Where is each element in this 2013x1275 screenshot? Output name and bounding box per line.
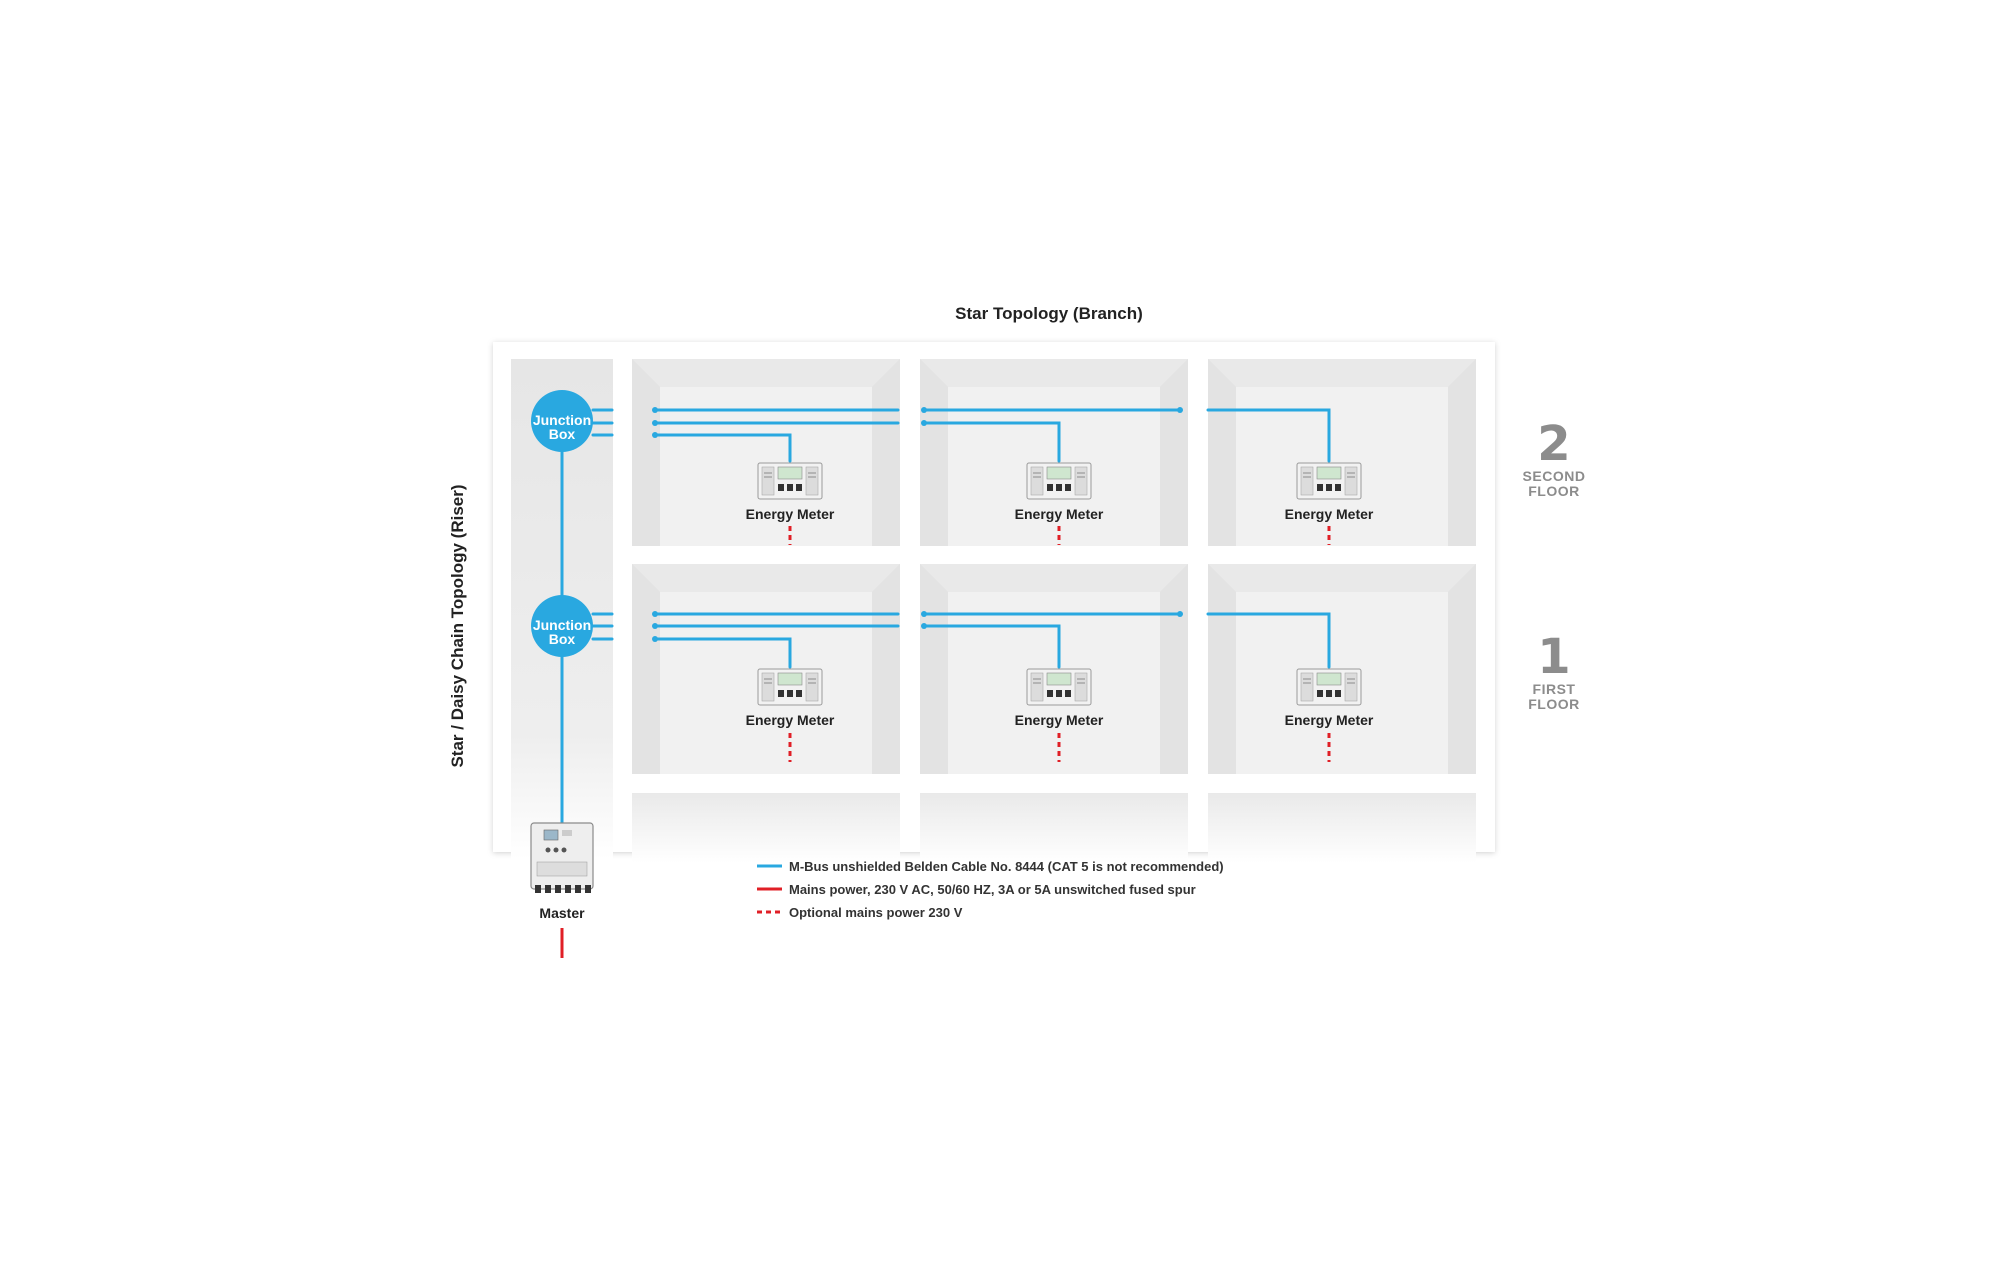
room <box>1208 564 1476 774</box>
energy-meter-label: Energy Meter <box>1285 712 1374 728</box>
floor-word: FLOOR <box>1528 483 1580 499</box>
floor-word: FLOOR <box>1528 696 1580 712</box>
floor-number: 1 <box>1537 629 1570 685</box>
junction-box-label-line1: Junction <box>533 412 591 428</box>
bus-cable <box>922 624 1061 669</box>
master-unit <box>530 822 594 893</box>
energy-meter: Energy Meter <box>1015 462 1104 545</box>
energy-meter-icon <box>757 668 823 706</box>
legend: M-Bus unshielded Belden Cable No. 8444 (… <box>757 859 1224 920</box>
cable-terminal <box>652 611 658 617</box>
master-label: Master <box>539 905 585 921</box>
cable-terminal <box>652 623 658 629</box>
energy-meter-label: Energy Meter <box>1285 506 1374 522</box>
floor-label-second: 2 SECOND FLOOR <box>1523 416 1586 499</box>
energy-meter-label: Energy Meter <box>746 712 835 728</box>
room <box>1208 359 1476 546</box>
energy-meter-icon <box>1296 462 1362 500</box>
bus-cable <box>922 421 1061 463</box>
lower-floor-fade <box>632 793 1476 863</box>
cable-terminal <box>921 623 927 629</box>
junction-box-second-floor: Junction Box <box>531 390 593 452</box>
bus-cable <box>653 637 792 669</box>
diagram-title: Star Topology (Branch) <box>955 304 1143 323</box>
energy-meter-label: Energy Meter <box>746 506 835 522</box>
room <box>632 564 900 774</box>
energy-meter-icon <box>1296 668 1362 706</box>
floor-word: SECOND <box>1523 468 1586 484</box>
room <box>632 359 900 546</box>
energy-meter: Energy Meter <box>1015 668 1104 762</box>
legend-item-mains: Mains power, 230 V AC, 50/60 HZ, 3A or 5… <box>789 882 1196 897</box>
rooms <box>632 359 1476 774</box>
bus-wiring <box>591 407 1331 669</box>
legend-item-optional-mains: Optional mains power 230 V <box>789 905 963 920</box>
floor-word: FIRST <box>1533 681 1576 697</box>
bus-cable <box>1206 612 1331 669</box>
energy-meter-icon <box>1026 462 1092 500</box>
cable-terminal <box>921 407 927 413</box>
bus-cable <box>653 433 792 463</box>
cable-terminal <box>921 420 927 426</box>
cable-terminal <box>652 407 658 413</box>
cable-terminal <box>652 432 658 438</box>
energy-meter: Energy Meter <box>1285 668 1374 762</box>
floor-number: 2 <box>1537 416 1570 472</box>
energy-meter-label: Energy Meter <box>1015 712 1104 728</box>
cable-terminal <box>921 611 927 617</box>
cable-terminal <box>1177 407 1183 413</box>
energy-meter-label: Energy Meter <box>1015 506 1104 522</box>
junction-box-label-line2: Box <box>549 426 576 442</box>
energy-meter: Energy Meter <box>746 668 835 762</box>
junction-box-first-floor: Junction Box <box>531 595 593 657</box>
junction-box-label-line1: Junction <box>533 617 591 633</box>
cable-terminal <box>652 420 658 426</box>
junction-box-label-line2: Box <box>549 631 576 647</box>
floor-label-first: 1 FIRST FLOOR <box>1528 629 1580 712</box>
energy-meter-icon <box>1026 668 1092 706</box>
cable-terminal <box>1177 611 1183 617</box>
energy-meter: Energy Meter <box>1285 462 1374 545</box>
energy-meter-icon <box>757 462 823 500</box>
energy-meter: Energy Meter <box>746 462 835 545</box>
riser-label: Star / Daisy Chain Topology (Riser) <box>448 484 467 767</box>
legend-item-bus: M-Bus unshielded Belden Cable No. 8444 (… <box>789 859 1224 874</box>
cable-terminal <box>652 636 658 642</box>
bus-cable <box>1206 408 1331 463</box>
